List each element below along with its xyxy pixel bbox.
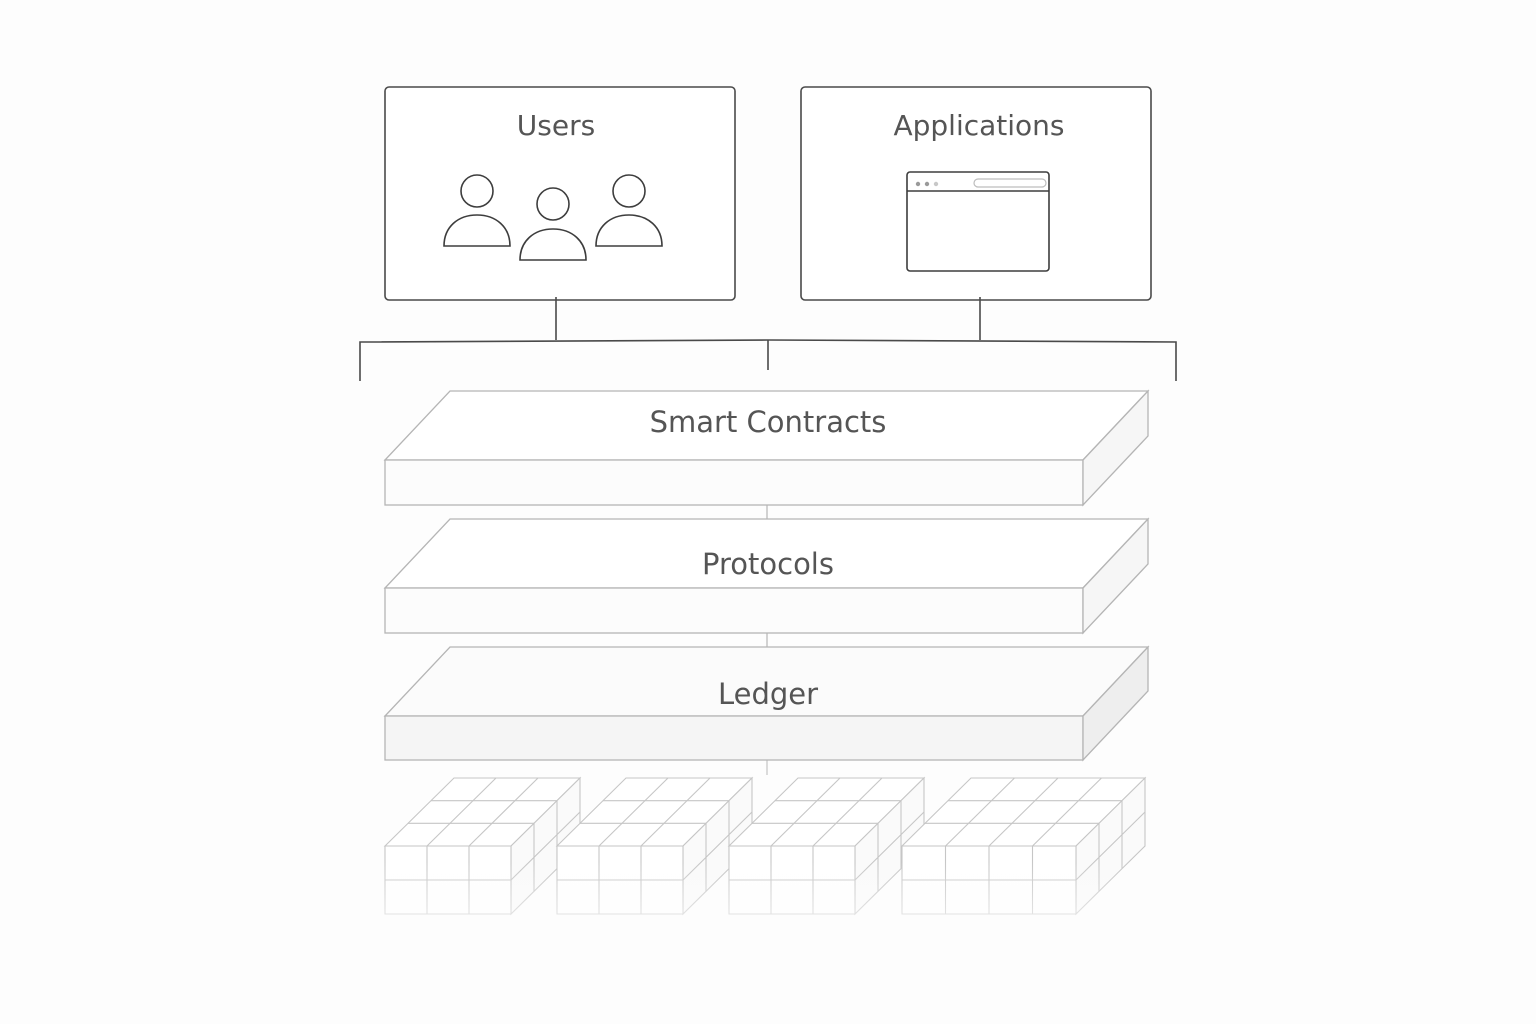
connector-bracket — [359, 297, 1177, 381]
app-window-icon — [906, 171, 1050, 272]
users-label: Users — [517, 109, 595, 142]
users-box: Users — [384, 86, 736, 301]
layer-label-smart-contracts: Smart Contracts — [650, 405, 887, 439]
applications-box: Applications — [800, 86, 1152, 301]
layer-ledger: Ledger — [383, 645, 1150, 762]
layer-label-protocols: Protocols — [702, 547, 834, 581]
applications-label: Applications — [893, 109, 1064, 142]
layer-stack: Smart Contracts Protocols Ledger — [383, 389, 1150, 762]
layer-protocols: Protocols — [383, 517, 1150, 635]
layer-label-ledger: Ledger — [718, 677, 818, 711]
layer-smart-contracts: Smart Contracts — [383, 389, 1150, 507]
fade-overlay — [370, 860, 1170, 940]
users-group-icon — [443, 174, 663, 261]
